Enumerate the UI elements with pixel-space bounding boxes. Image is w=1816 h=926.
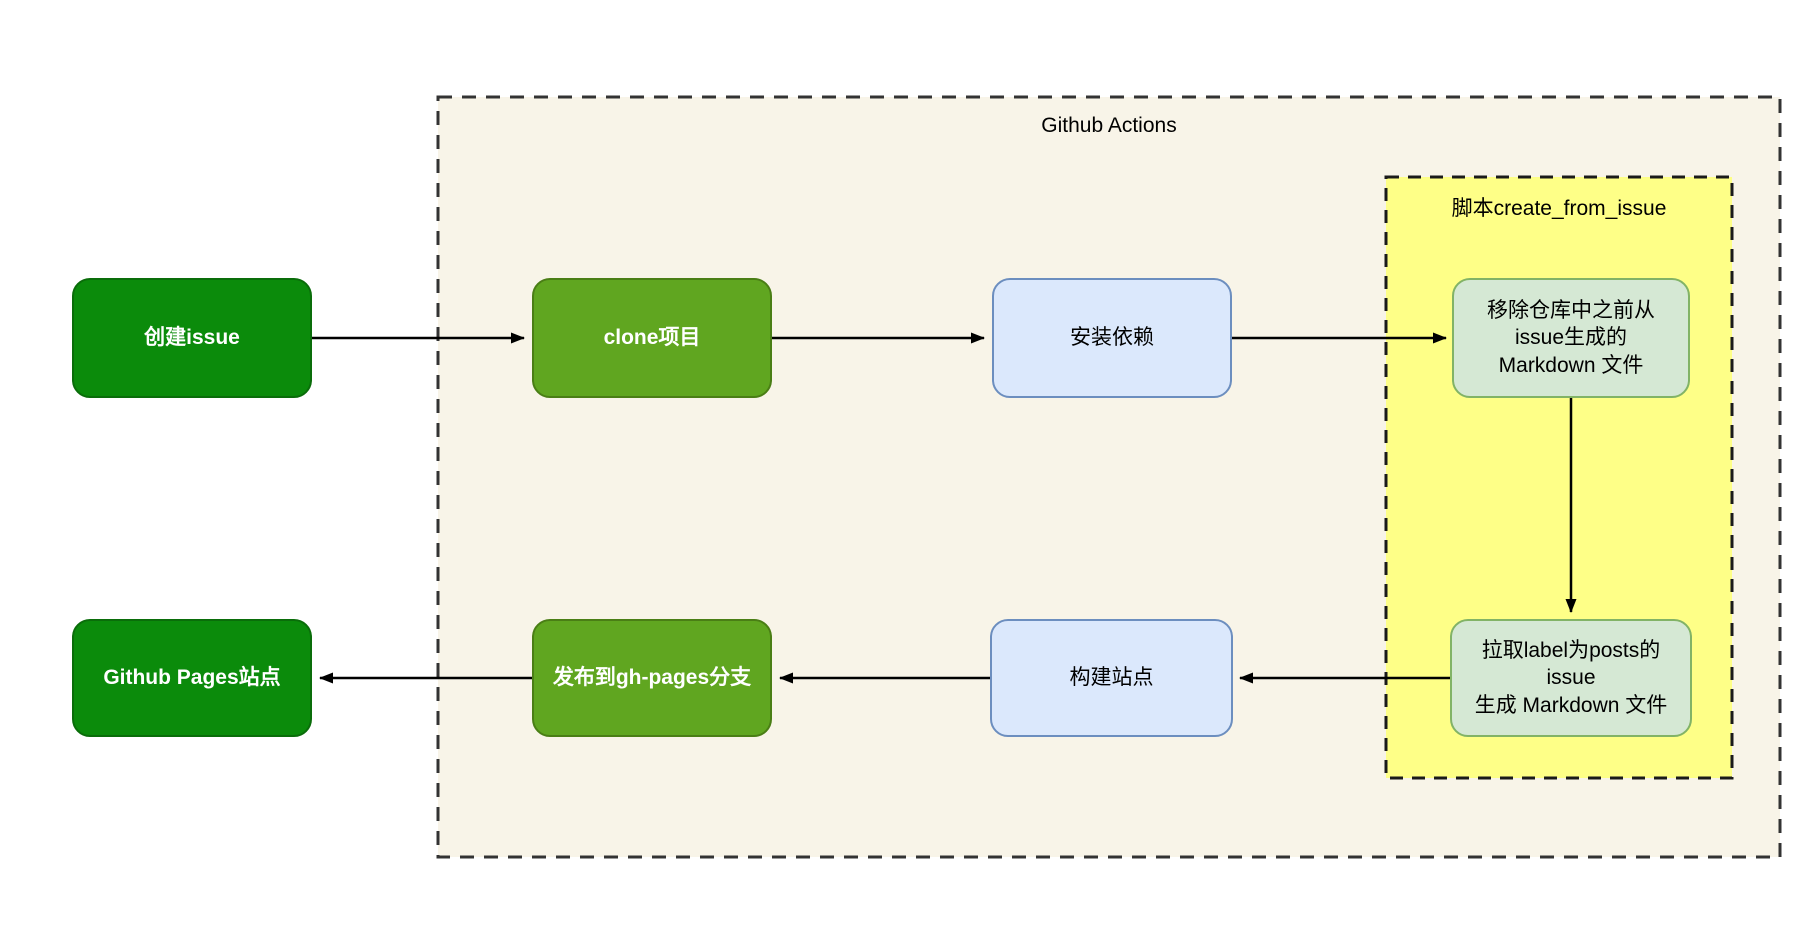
script-group-title: 脚本create_from_issue <box>1451 197 1667 220</box>
node-build-site-label: 构建站点 <box>1069 666 1154 690</box>
node-install-dependencies: 安装依赖 <box>992 278 1232 398</box>
node-remove-markdown: 移除仓库中之前从 issue生成的 Markdown 文件 <box>1452 278 1690 398</box>
node-github-pages-site-label: Github Pages站点 <box>103 666 281 690</box>
node-create-issue: 创建issue <box>72 278 312 398</box>
github-actions-title: Github Actions <box>1041 114 1177 137</box>
node-publish-gh-pages: 发布到gh-pages分支 <box>532 619 772 737</box>
node-github-pages-site: Github Pages站点 <box>72 619 312 737</box>
node-create-issue-label: 创建issue <box>144 326 240 350</box>
node-build-site: 构建站点 <box>990 619 1233 737</box>
node-clone-project-label: clone项目 <box>603 326 701 350</box>
node-install-dependencies-label: 安装依赖 <box>1070 326 1154 350</box>
node-pull-issues-generate-markdown-label: 拉取label为posts的 issue 生成 Markdown 文件 <box>1474 639 1668 717</box>
node-remove-markdown-label: 移除仓库中之前从 issue生成的 Markdown 文件 <box>1487 299 1655 377</box>
node-pull-issues-generate-markdown: 拉取label为posts的 issue 生成 Markdown 文件 <box>1450 619 1692 737</box>
node-publish-gh-pages-label: 发布到gh-pages分支 <box>552 666 752 690</box>
node-clone-project: clone项目 <box>532 278 772 398</box>
